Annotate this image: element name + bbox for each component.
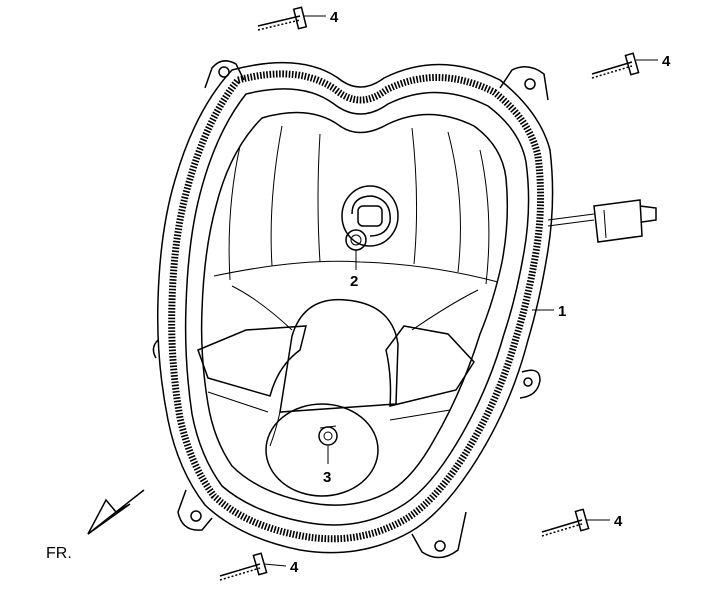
callout-2: 2 [350, 273, 358, 290]
front-label: FR. [46, 545, 72, 562]
wire-connector [547, 199, 657, 243]
callout-3: 3 [323, 469, 331, 486]
mounting-tab-top-right [499, 66, 549, 101]
screw-top-center [257, 6, 308, 31]
screw-bottom-left [219, 552, 268, 581]
callout-4-top-right: 4 [662, 53, 671, 70]
housing-frame [156, 61, 554, 554]
screw-bottom-right [541, 508, 590, 537]
screw-top-right [591, 52, 640, 79]
position-bulb [341, 185, 399, 251]
reflector [200, 111, 509, 506]
headlight-bulb [318, 425, 338, 446]
callout-4-bottom-left: 4 [290, 559, 299, 576]
mounting-tab-bottom-right [411, 511, 467, 559]
mounting-tab-left [152, 339, 159, 359]
lower-lens-cup [197, 298, 475, 497]
mounting-tab-right [519, 369, 541, 399]
leader-lines [263, 15, 658, 567]
callout-4-bottom-right: 4 [614, 513, 623, 530]
mounting-tab-bottom-left [177, 489, 213, 531]
front-direction-arrow [87, 489, 145, 535]
callout-4-top: 4 [330, 9, 339, 26]
mounting-tab-top-left [204, 60, 245, 89]
callout-1: 1 [558, 303, 566, 320]
